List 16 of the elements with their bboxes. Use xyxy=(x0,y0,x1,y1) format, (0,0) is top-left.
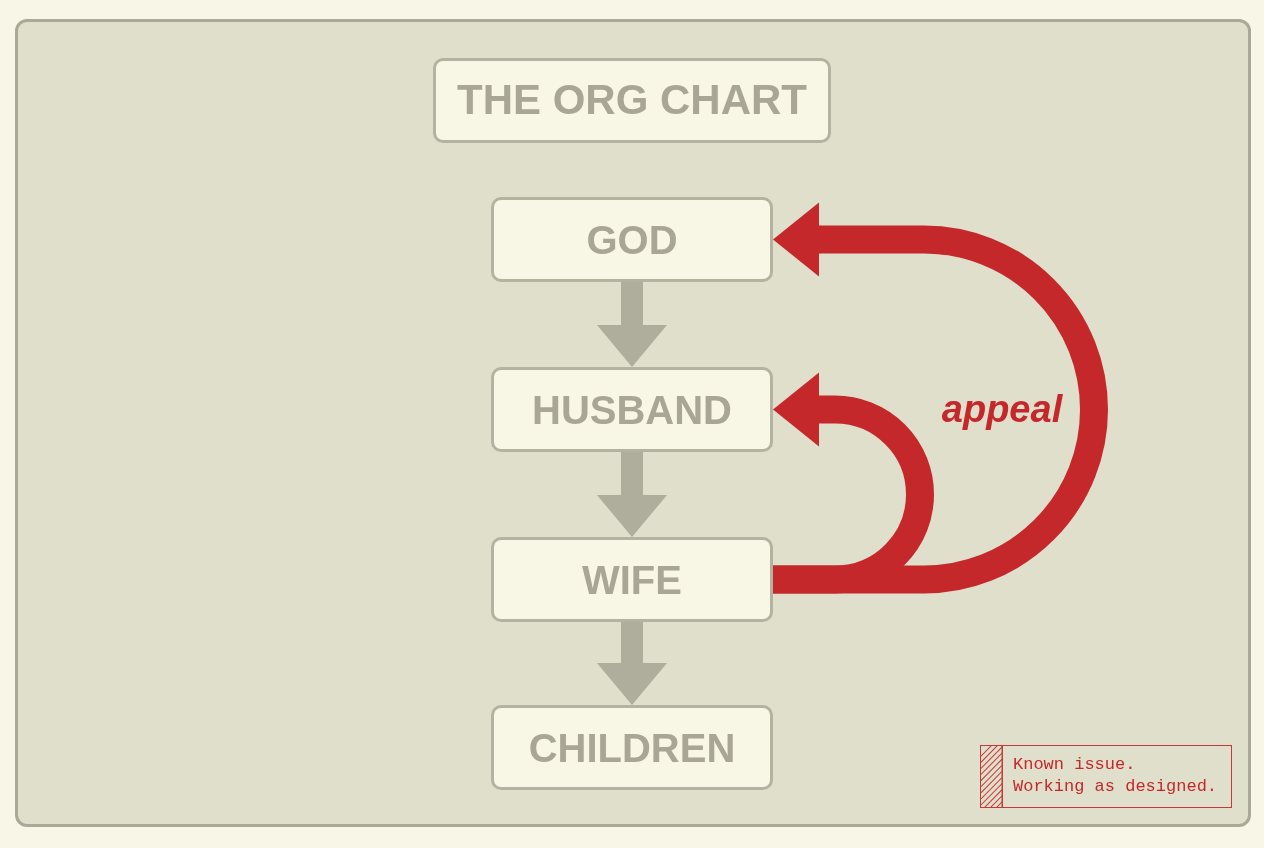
role-box xyxy=(491,537,773,622)
arrow xyxy=(597,622,667,705)
arrow xyxy=(597,452,667,537)
role-label: HUSBAND xyxy=(532,387,732,432)
note-text: Working as designed. xyxy=(1013,776,1219,798)
role-box xyxy=(491,367,773,452)
chart-title: THE ORG CHART xyxy=(433,58,831,143)
role-box xyxy=(491,197,773,282)
note-box xyxy=(980,745,1232,808)
note-text: Known issue. xyxy=(1013,754,1137,776)
role-label: CHILDREN xyxy=(528,725,736,770)
arrow xyxy=(597,282,667,367)
role-label: GOD xyxy=(586,217,678,262)
role-label: WIFE xyxy=(582,557,682,602)
arrow xyxy=(773,202,1108,594)
role-box xyxy=(491,705,773,790)
